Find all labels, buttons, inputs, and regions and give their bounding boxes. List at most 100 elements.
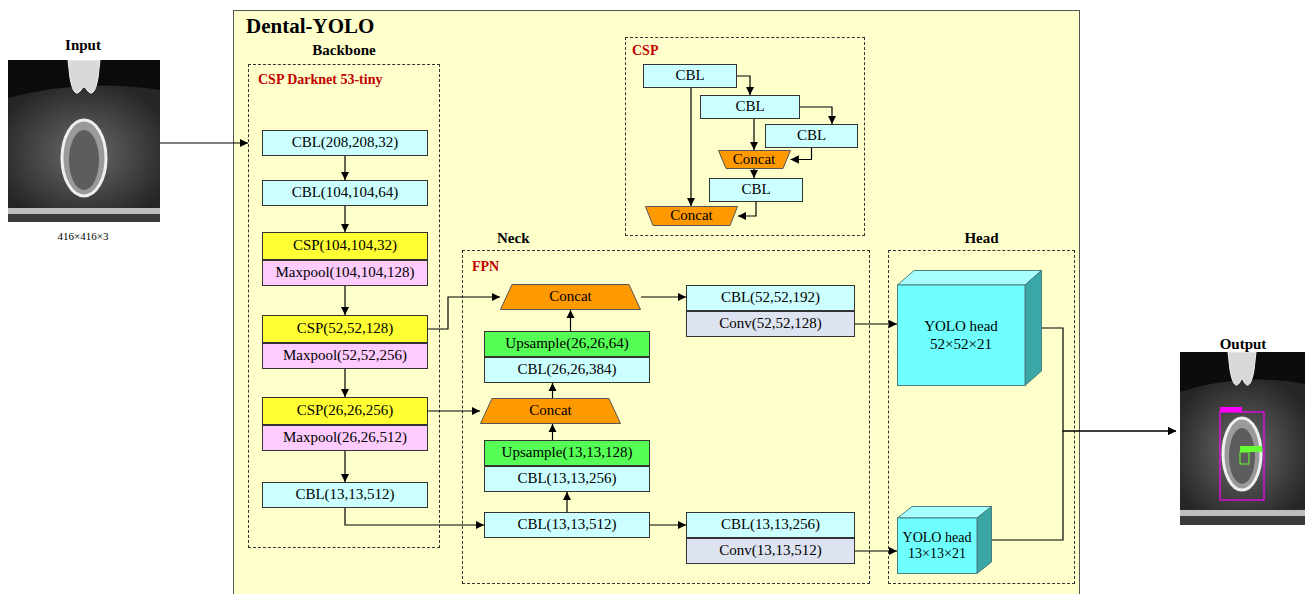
cbl-block: CBL(208,208,32) <box>262 130 428 156</box>
label-holder: 416×416×3 <box>6 226 160 244</box>
box-label: Maxpool(26,26,512) <box>283 429 407 446</box>
cbl-block: CBL(13,13,256) <box>686 512 855 538</box>
connector-arrow <box>738 202 756 216</box>
concat-label: Concat <box>670 207 713 224</box>
cbl-block: CBL(13,13,512) <box>262 482 428 508</box>
group-title: Head <box>964 230 998 246</box>
box-label: Upsample(13,13,128) <box>502 444 633 461</box>
connector-arrow <box>428 410 480 411</box>
concat-block: Concat <box>500 284 641 310</box>
trapezoid-outline <box>481 399 621 424</box>
cube-front <box>898 285 1026 386</box>
connector-arrow <box>344 451 345 482</box>
concat-label: Concat <box>549 288 592 305</box>
yolo-head-cube: YOLO head 52×52×21 <box>897 270 1042 386</box>
concat-label: Concat <box>529 402 572 419</box>
connector-arrow <box>344 286 345 315</box>
box-label: CBL(52,52,192) <box>721 289 820 306</box>
connector-arrow <box>800 107 832 124</box>
concat-block: Concat <box>645 206 738 226</box>
cbl-block: CBL <box>700 95 800 119</box>
maxpool-block: Maxpool(26,26,512) <box>262 425 428 451</box>
connector-arrow <box>344 156 345 180</box>
box-label: CBL <box>735 98 764 115</box>
connector-arrow <box>641 296 686 297</box>
connector-arrow <box>344 369 345 397</box>
box-label: CSP(52,52,128) <box>297 320 394 337</box>
connector-arrow <box>737 76 750 95</box>
label-holder: FPN <box>472 257 499 275</box>
box-label: CBL <box>675 67 704 84</box>
box-label: Conv(52,52,128) <box>719 315 822 332</box>
box-label: CBL(208,208,32) <box>292 134 399 151</box>
ct-scan-image <box>8 60 160 222</box>
model-panel: Dental-YOLOBackboneCSP Darknet 53-tinyCB… <box>233 10 1080 594</box>
maxpool-block: Maxpool(52,52,256) <box>262 343 428 369</box>
box-label: CBL(13,13,512) <box>295 486 394 503</box>
box-label: CBL(13,13,256) <box>721 516 820 533</box>
cbl-block: CBL <box>709 178 803 202</box>
connector-arrow <box>855 323 897 324</box>
cube-front <box>898 518 978 574</box>
box-label: Maxpool(52,52,256) <box>283 347 407 364</box>
neck-group: NeckFPNConcatUpsample(26,26,64)CBL(26,26… <box>462 250 870 584</box>
connector-arrow <box>1042 328 1176 431</box>
connector-arrow <box>344 206 345 232</box>
detection-result-image <box>1180 352 1305 525</box>
connector-arrow <box>552 424 553 440</box>
group-subtitle: CSP <box>632 43 658 58</box>
box-label: CBL <box>741 181 770 198</box>
csp-block: CSP(52,52,128) <box>262 315 428 343</box>
connector-arrow <box>428 297 500 329</box>
box-label: Upsample(26,26,64) <box>505 335 628 352</box>
yolo-head-cube: YOLO head 13×13×21 <box>897 506 992 574</box>
connector-arrow <box>650 524 686 525</box>
conv-block: Conv(52,52,128) <box>686 311 855 337</box>
csp-block: CSP(26,26,256) <box>262 397 428 425</box>
cbl-block: CBL <box>765 124 858 148</box>
cube-top <box>898 271 1042 286</box>
backbone-group: BackboneCSP Darknet 53-tinyCBL(208,208,3… <box>248 64 440 548</box>
input-image-frame: Input 416×416×3 <box>6 36 160 250</box>
connector-arrow <box>570 310 571 331</box>
cbl-block: CBL(13,13,512) <box>484 512 650 538</box>
trapezoid-outline <box>646 207 738 226</box>
box-label: CBL(13,13,512) <box>517 516 616 533</box>
label-holder: Input <box>6 36 160 54</box>
connector-arrow <box>566 492 567 512</box>
group-subtitle: FPN <box>472 259 499 274</box>
label-holder: Output <box>1176 335 1310 353</box>
box-label: CBL(104,104,64) <box>292 184 399 201</box>
label-holder: YOLO head 52×52×21 <box>897 285 1025 386</box>
cube-side <box>1025 271 1042 386</box>
connector-arrow <box>345 508 484 525</box>
connector-arrow <box>160 142 248 143</box>
group-title: Neck <box>497 230 530 246</box>
concat-label: Concat <box>733 151 776 168</box>
concat-block: Concat <box>718 150 791 169</box>
maxpool-block: Maxpool(104,104,128) <box>262 260 428 286</box>
box-label: CBL(26,26,384) <box>517 361 616 378</box>
label-holder: CSP Darknet 53-tiny <box>258 70 382 88</box>
label-holder: Neck <box>497 229 530 247</box>
output-image-frame: Output <box>1176 335 1310 527</box>
label-holder: Dental-YOLO <box>246 14 374 38</box>
label-holder: YOLO head 13×13×21 <box>897 518 977 574</box>
concat-block: Concat <box>480 398 621 424</box>
head-label: YOLO head 52×52×21 <box>901 318 1021 353</box>
head-group: HeadYOLO head 52×52×21YOLO head 13×13×21 <box>888 250 1075 584</box>
cbl-block: CBL(13,13,256) <box>484 466 650 492</box>
box-label: Maxpool(104,104,128) <box>275 264 414 281</box>
cbl-block: CBL(52,52,192) <box>686 285 855 311</box>
connector-arrow <box>690 88 691 206</box>
group-title: Backbone <box>312 42 375 58</box>
label-holder: Head <box>889 229 1074 247</box>
panel-title: Dental-YOLO <box>246 14 374 38</box>
label-holder: CSP <box>632 41 658 59</box>
csp-block: CSP(104,104,32) <box>262 232 428 260</box>
group-subtitle: CSP Darknet 53-tiny <box>258 72 382 87</box>
head-label: YOLO head 13×13×21 <box>901 530 973 562</box>
label-holder: Backbone <box>249 41 439 59</box>
upsample-block: Upsample(13,13,128) <box>484 440 650 466</box>
